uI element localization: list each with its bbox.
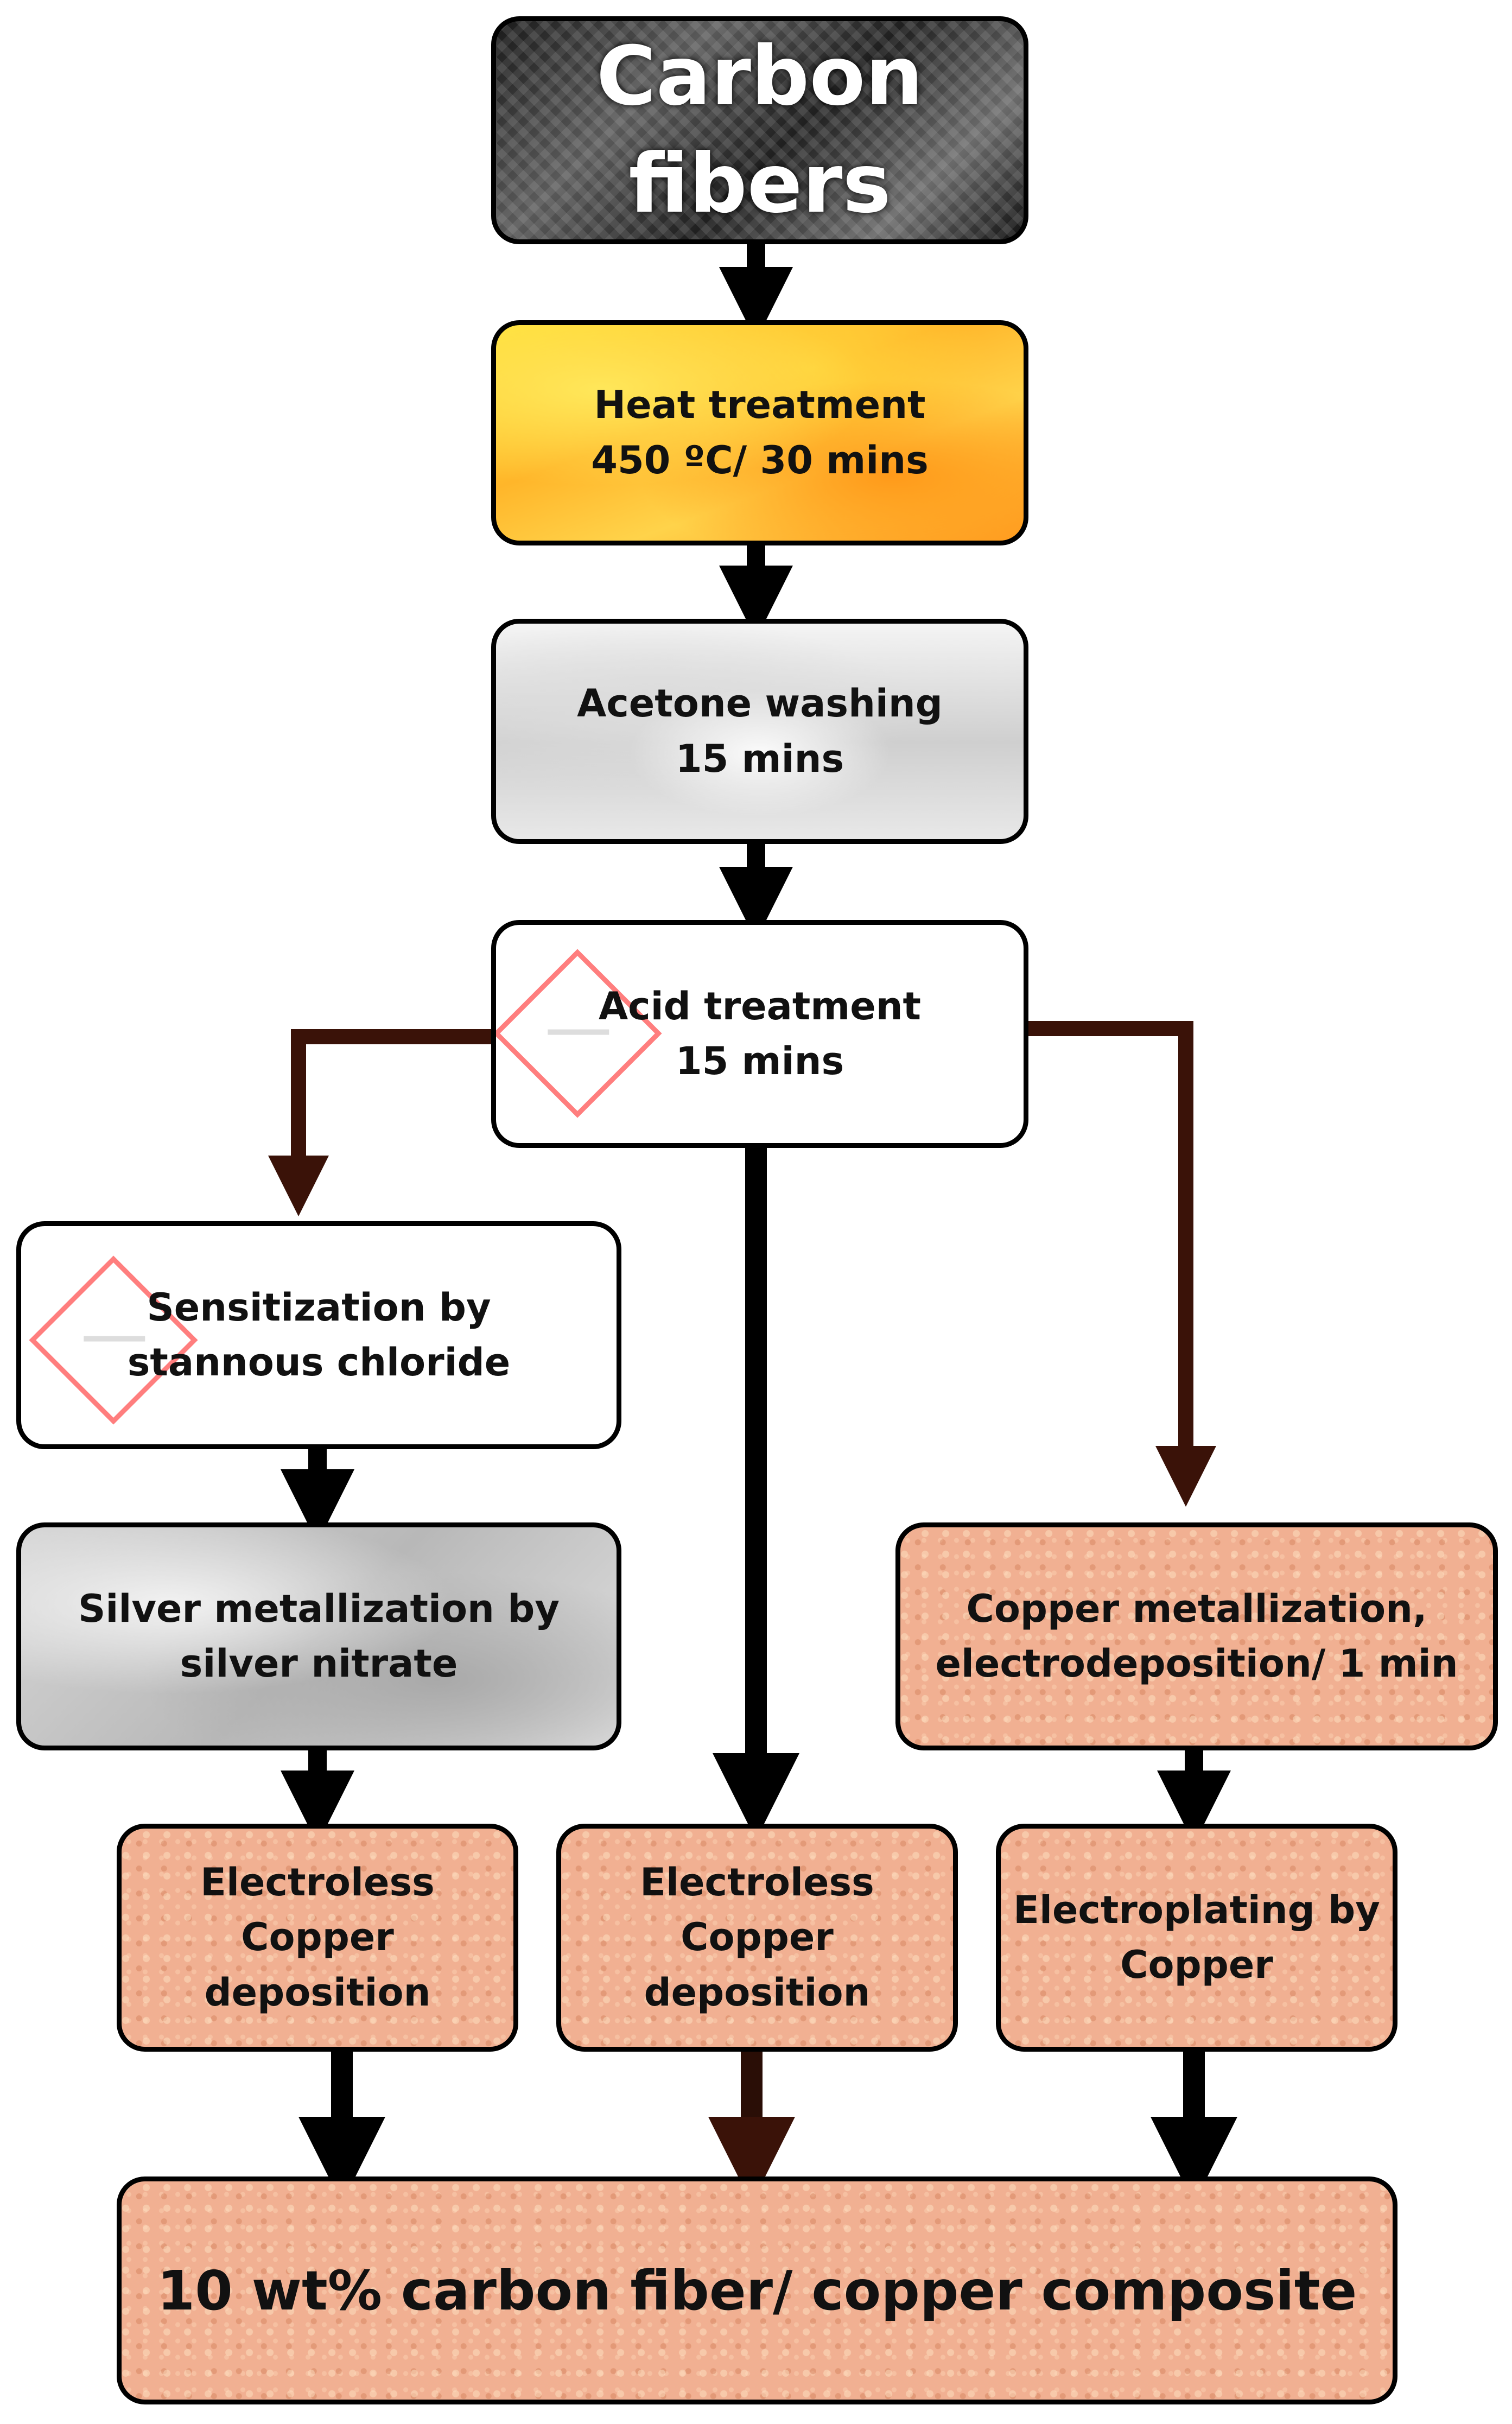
sensitization-line-1: Sensitization by xyxy=(147,1285,491,1330)
acid-treatment-line-1: Acid treatment xyxy=(598,983,921,1029)
acid-treatment-box: Acid treatment 15 mins xyxy=(491,920,1028,1148)
electroless-left-line-2: Copper xyxy=(241,1915,394,1960)
heat-treatment-line-1: Heat treatment xyxy=(594,383,926,427)
composite-label: 10 wt% carbon fiber/ copper composite xyxy=(157,2258,1357,2323)
acetone-washing-line-1: Acetone washing xyxy=(577,681,943,726)
electroplating-line-2: Copper xyxy=(1120,1943,1273,1987)
electroless-center-line-2: Copper xyxy=(681,1915,834,1960)
sensitization-box: Sensitization by stannous chloride xyxy=(16,1221,621,1449)
copper-metallization-box: Copper metallization, electrodeposition/… xyxy=(895,1522,1498,1750)
electroless-copper-center-box: Electroless Copper deposition xyxy=(556,1824,958,2052)
acetone-washing-box: Acetone washing 15 mins xyxy=(491,619,1028,844)
silver-metallization-box: Silver metallization by silver nitrate xyxy=(16,1522,621,1750)
copper-metallization-line-1: Copper metallization, xyxy=(966,1586,1427,1631)
arrow-acid-to-copper-metallization xyxy=(1028,1021,1216,1507)
heat-treatment-line-2: 450 ºC/ 30 mins xyxy=(591,437,929,483)
electroless-left-line-3: deposition xyxy=(204,1970,431,2015)
carbon-fibers-line-1: Carbon xyxy=(596,29,924,124)
acetone-washing-line-2: 15 mins xyxy=(675,736,844,781)
sensitization-line-2: stannous chloride xyxy=(127,1340,511,1385)
electroless-center-line-3: deposition xyxy=(644,1970,871,2015)
electroless-copper-left-box: Electroless Copper deposition xyxy=(117,1824,518,2052)
electroless-left-line-1: Electroless xyxy=(200,1860,435,1905)
carbon-fibers-line-2: fibers xyxy=(628,137,891,231)
carbon-fibers-box: Carbon fibers xyxy=(491,16,1028,244)
electroplating-box: Electroplating by Copper xyxy=(996,1824,1397,2052)
heat-treatment-box: Heat treatment 450 ºC/ 30 mins xyxy=(491,320,1028,545)
silver-metallization-line-2: silver nitrate xyxy=(180,1641,458,1686)
electroplating-line-1: Electroplating by xyxy=(1013,1887,1380,1932)
electroless-center-line-1: Electroless xyxy=(640,1860,874,1905)
arrow-acid-to-sensitization xyxy=(268,1029,491,1216)
acid-treatment-line-2: 15 mins xyxy=(675,1039,844,1083)
silver-metallization-line-1: Silver metallization by xyxy=(78,1586,560,1631)
composite-box: 10 wt% carbon fiber/ copper composite xyxy=(117,2176,1397,2404)
copper-metallization-line-2: electrodeposition/ 1 min xyxy=(935,1641,1458,1686)
